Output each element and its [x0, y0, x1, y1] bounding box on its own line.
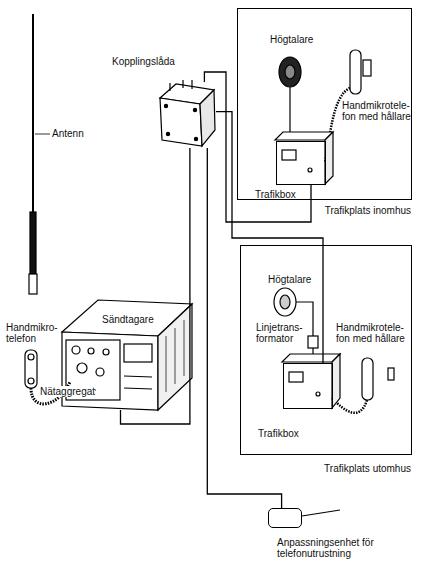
panel-line — [124, 388, 152, 389]
knob — [88, 348, 94, 354]
junction-box: Kopplingslåda — [158, 82, 216, 148]
screw — [194, 137, 197, 140]
wire-connector — [216, 112, 323, 363]
node-label: Anpassningsenhet för telefonutrustning — [277, 537, 389, 559]
box-detail — [316, 392, 320, 396]
part-label: Antenn — [52, 128, 84, 139]
traffic-box: Trafikbox — [283, 363, 333, 409]
part-label: Handmikrotele- fon med hållare — [336, 322, 410, 344]
panel-line — [124, 376, 152, 377]
part-label: Linjetrans- formator — [256, 322, 310, 344]
box-detail — [282, 150, 296, 160]
node-label: Trafikbox — [255, 189, 296, 200]
node-label: Sändtagare — [102, 314, 154, 325]
transformer-symbol — [308, 336, 318, 348]
speaker-symbol — [279, 57, 301, 87]
leader-line — [35, 134, 50, 135]
node-label: Trafikplats inomhus — [325, 205, 411, 216]
transceiver-side — [158, 304, 192, 410]
antenna-base — [30, 212, 36, 274]
node-label: Kopplingslåda — [112, 56, 175, 67]
traffic-box: Trafikbox — [276, 141, 326, 185]
knob — [103, 349, 109, 355]
handset-symbol — [25, 350, 37, 388]
traffic-box-top — [282, 354, 340, 362]
wire — [289, 87, 290, 134]
speaker-cone — [285, 65, 295, 79]
display-panel — [124, 344, 152, 362]
junction-box-front — [160, 98, 202, 146]
transceiver-front — [62, 332, 158, 410]
knob — [96, 368, 104, 376]
wire — [302, 510, 340, 516]
vent-line — [184, 320, 185, 376]
node-label: Trafikplats utomhus — [324, 463, 411, 474]
mouthpiece — [28, 378, 34, 384]
knob — [72, 346, 80, 354]
traffic-box-top — [275, 132, 333, 140]
handset-holder — [388, 368, 394, 380]
speaker-symbol — [274, 288, 296, 316]
node-label: Trafikbox — [258, 428, 299, 439]
speaker-cone — [280, 295, 290, 309]
traffic-box-side — [325, 132, 333, 184]
handset-symbol — [350, 50, 361, 94]
antenna-rod — [32, 14, 34, 214]
cable-stub — [182, 80, 183, 88]
traffic-box-side — [332, 354, 340, 408]
cable-stub — [169, 83, 170, 91]
junction-box-side — [200, 90, 215, 146]
part-label: Högtalare — [270, 34, 313, 45]
part-label: Högtalare — [268, 274, 311, 285]
screw — [166, 132, 169, 135]
adapter-unit: Anpassningsenhet för telefonutrustning — [268, 508, 302, 528]
cable-stub — [191, 80, 192, 89]
box-detail — [289, 372, 303, 382]
screw — [164, 104, 167, 107]
box-detail — [308, 168, 312, 172]
part-label: Handmikrotele- fon med hållare — [342, 100, 414, 122]
vent-line — [175, 328, 176, 384]
earpiece — [28, 354, 34, 360]
handset-symbol — [362, 358, 373, 400]
part-label: Nätaggregat — [40, 386, 95, 397]
part-label: Handmikro- telefon — [6, 322, 64, 344]
screw — [193, 108, 196, 111]
wire-connector — [204, 72, 311, 222]
frame-box: Trafikplats utomhusTrafikbox — [240, 245, 412, 455]
vent-line — [166, 336, 167, 392]
wire-connector — [121, 148, 190, 424]
handset-holder — [363, 60, 371, 76]
antenna-mount — [29, 274, 37, 294]
knob — [77, 363, 87, 373]
